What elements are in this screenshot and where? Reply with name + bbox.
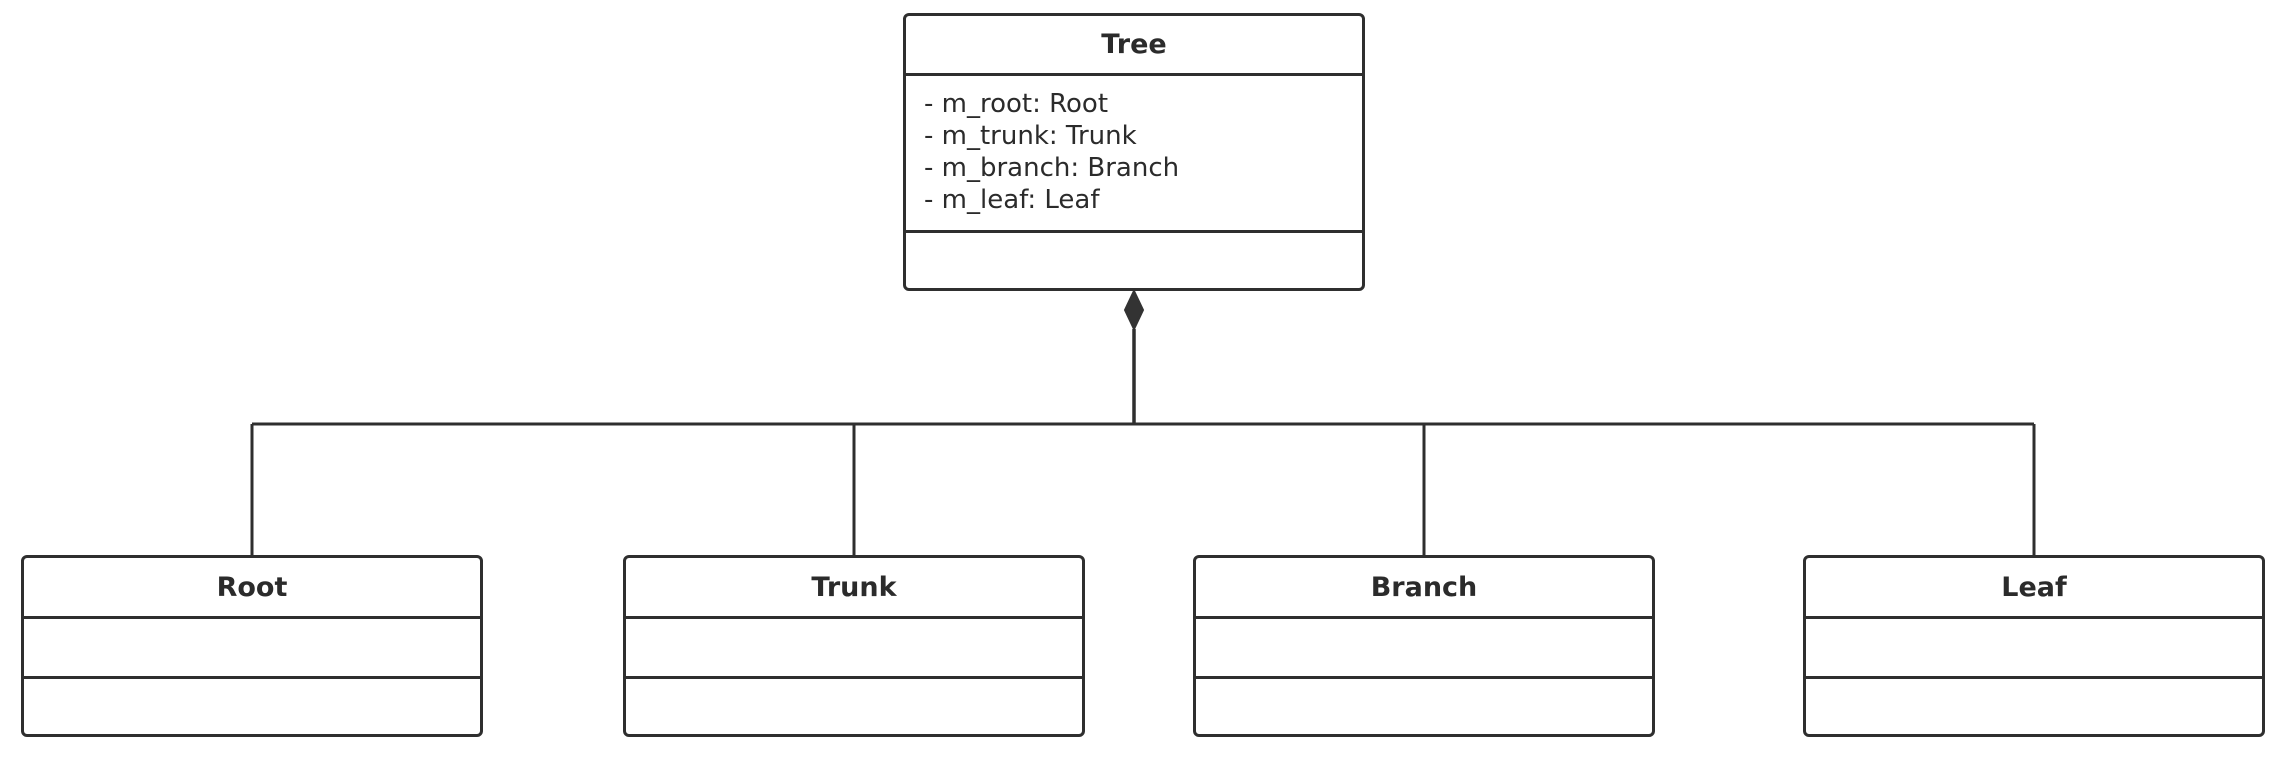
attribute-m-trunk: - m_trunk: Trunk [924,121,1137,151]
class-name-tree: Tree [906,16,1362,76]
class-name-leaf: Leaf [1806,558,2262,619]
class-box-trunk[interactable]: Trunk [623,555,1085,737]
class-name-branch: Branch [1196,558,1652,619]
composition-diamond [1123,288,1145,332]
attributes-compartment-leaf [1806,619,2262,679]
class-box-leaf[interactable]: Leaf [1803,555,2265,737]
attributes-compartment-tree: - m_root: Root - m_trunk: Trunk - m_bran… [906,76,1362,233]
class-box-tree[interactable]: Tree - m_root: Root - m_trunk: Trunk - m… [903,13,1365,291]
operations-compartment-trunk [626,679,1082,734]
class-name-trunk: Trunk [626,558,1082,619]
operations-compartment-root [24,679,480,734]
operations-compartment-leaf [1806,679,2262,734]
attribute-m-branch: - m_branch: Branch [924,153,1180,183]
operations-compartment-branch [1196,679,1652,734]
attributes-compartment-trunk [626,619,1082,679]
class-name-root: Root [24,558,480,619]
class-box-root[interactable]: Root [21,555,483,737]
attributes-compartment-branch [1196,619,1652,679]
attributes-compartment-root [24,619,480,679]
class-box-branch[interactable]: Branch [1193,555,1655,737]
attribute-m-leaf: - m_leaf: Leaf [924,185,1100,215]
operations-compartment-tree [906,233,1362,288]
attribute-m-root: - m_root: Root [924,89,1109,119]
